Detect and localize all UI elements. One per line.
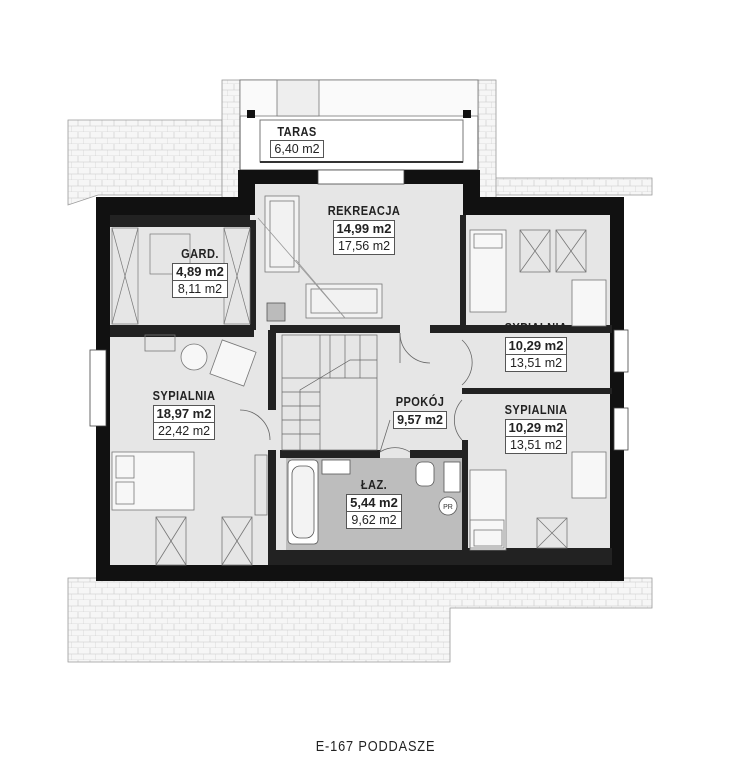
area-net: 18,97 m2 [153, 406, 215, 423]
area-net: 6,40 m2 [274, 142, 320, 156]
room-label-sypialnia-right-top: SYPIALNIA 10,29 m2 13,51 m2 [490, 320, 582, 372]
area-box: 14,99 m2 17,56 m2 [332, 220, 396, 255]
bedroom-left-furniture [111, 334, 268, 566]
area-box: 5,44 m2 9,62 m2 [346, 494, 402, 529]
area-box: 4,89 m2 8,11 m2 [172, 263, 228, 298]
area-net: 10,29 m2 [505, 338, 567, 355]
terrace [239, 79, 479, 171]
bedroom-right-furniture [469, 229, 607, 551]
room-name: TARAS [277, 124, 317, 139]
area-net: 9,57 m2 [397, 413, 443, 427]
room-label-laz: ŁAZ. 5,44 m2 9,62 m2 [334, 477, 414, 529]
area-net: 5,44 m2 [347, 495, 401, 512]
room-name: ŁAZ. [360, 477, 388, 492]
area-gross: 22,42 m2 [157, 424, 211, 438]
room-label-sypialnia-left: SYPIALNIA 18,97 m2 22,42 m2 [138, 388, 230, 440]
area-net: 4,89 m2 [173, 264, 227, 281]
area-gross: 13,51 m2 [509, 438, 563, 452]
area-box: 10,29 m2 13,51 m2 [504, 419, 568, 454]
interior-walls [110, 215, 612, 565]
room-name: REKREACJA [327, 203, 401, 218]
room-name: GARD. [181, 246, 219, 261]
area-box: 6,40 m2 [270, 140, 324, 158]
area-box: 9,57 m2 [393, 411, 447, 429]
boiler-icon [438, 496, 458, 516]
area-net: 14,99 m2 [333, 221, 395, 238]
plan-caption: E-167 PODDASZE [315, 738, 436, 755]
room-name: SYPIALNIA [152, 388, 216, 403]
area-gross: 8,11 m2 [177, 282, 223, 296]
area-gross: 9,62 m2 [351, 513, 397, 527]
room-name: SYPIALNIA [504, 320, 568, 335]
room-label-sypialnia-right-bottom: SYPIALNIA 10,29 m2 13,51 m2 [490, 402, 582, 454]
room-name: SYPIALNIA [504, 402, 568, 417]
boiler-label: PR [443, 504, 453, 511]
room-label-taras: TARAS 6,40 m2 [262, 124, 332, 158]
room-label-gard: GARD. 4,89 m2 8,11 m2 [160, 246, 240, 298]
door-swings [239, 332, 473, 453]
area-box: 10,29 m2 13,51 m2 [504, 337, 568, 372]
area-gross: 17,56 m2 [337, 239, 391, 253]
room-name: PPOKÓJ [395, 394, 445, 409]
area-net: 10,29 m2 [505, 420, 567, 437]
area-gross: 13,51 m2 [509, 356, 563, 370]
staircase [281, 334, 378, 451]
windows [89, 169, 629, 451]
room-label-ppokoj: PPOKÓJ 9,57 m2 [380, 394, 460, 429]
sofa-furniture [257, 195, 383, 322]
bathroom-fixtures [287, 459, 461, 545]
area-box: 18,97 m2 22,42 m2 [152, 405, 216, 440]
room-label-rekreacja: REKREACJA 14,99 m2 17,56 m2 [318, 203, 410, 255]
